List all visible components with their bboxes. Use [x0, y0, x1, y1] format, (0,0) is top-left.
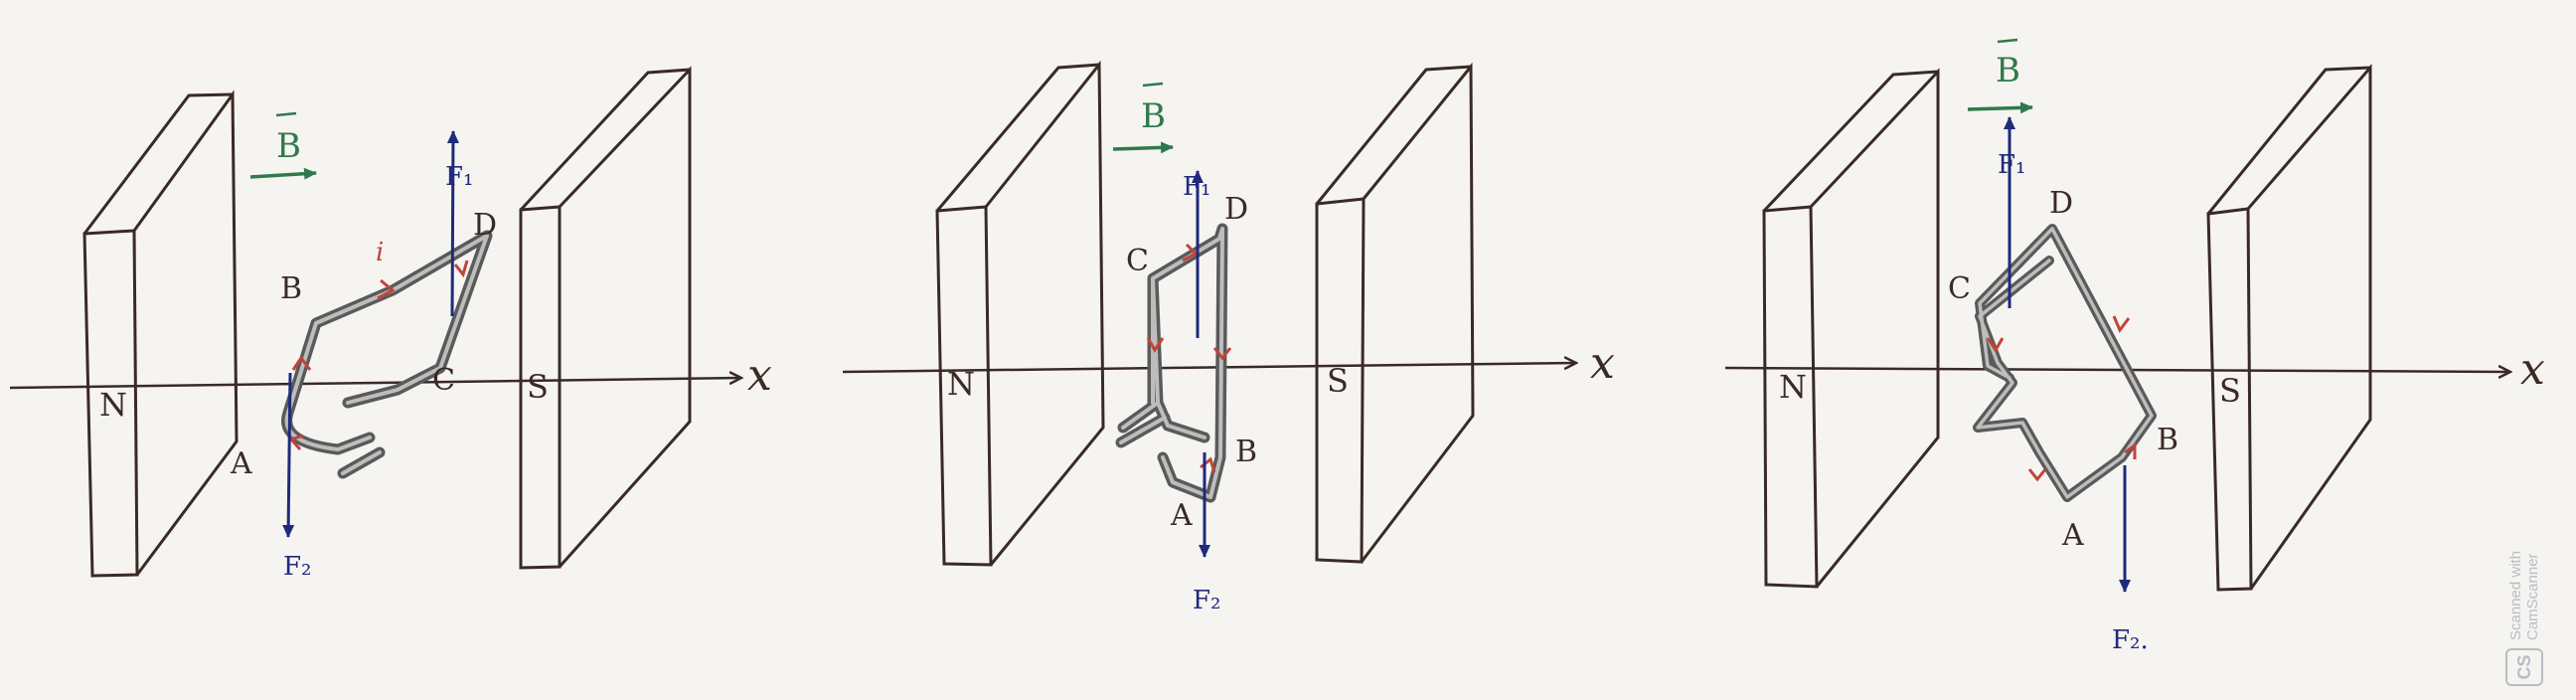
north-label: N [947, 365, 975, 403]
current-arrows [288, 260, 469, 451]
force-bottom-arrow [282, 372, 295, 538]
b-vector-bar [1142, 82, 1164, 88]
south-magnet-plate [2206, 63, 2372, 592]
force-top-arrow [446, 130, 459, 317]
camscanner-watermark: CS Scanned with CamScanner [2504, 487, 2544, 686]
force-top-label: F₁ [1998, 150, 2025, 180]
corner-a-label: A [230, 446, 252, 481]
b-field-arrow [1112, 141, 1174, 154]
corner-a-label: A [1170, 498, 1193, 533]
coil-loop [281, 230, 493, 479]
current-arrows [1986, 315, 2137, 482]
x-axis [9, 378, 740, 390]
figure-1: x N S B i F₁ F₂ A B C D [9, 66, 772, 582]
south-magnet-plate [519, 66, 692, 570]
b-field-label: B [276, 126, 301, 166]
corner-d-label: D [473, 208, 497, 243]
corner-c-label: C [1948, 271, 1971, 306]
north-magnet-plate [1762, 68, 1940, 589]
current-label: i [376, 238, 384, 267]
north-label: N [99, 386, 127, 424]
corner-c-label: C [432, 363, 455, 398]
x-axis-label: x [1590, 338, 1615, 389]
south-magnet-plate [1315, 62, 1475, 564]
corner-d-label: D [2049, 186, 2073, 221]
b-field-arrow [249, 167, 317, 180]
corner-b-label: B [1235, 435, 1257, 469]
north-magnet-plate [82, 89, 239, 578]
south-label: S [1327, 362, 1349, 400]
force-top-label: F₁ [445, 162, 473, 192]
coil-loop [1973, 224, 2157, 502]
south-label: S [527, 368, 549, 406]
force-bottom-label: F₂ [283, 552, 311, 582]
coil-loop [1115, 223, 1228, 503]
b-field-arrow [1967, 101, 2033, 114]
watermark-text: Scanned with CamScanner [2507, 551, 2541, 640]
b-vector-bar [1997, 38, 2018, 44]
camscanner-logo: CS [2505, 648, 2543, 686]
force-bottom-label: F₂ [1193, 586, 1220, 615]
corner-c-label: C [1126, 244, 1149, 278]
b-vector-bar [275, 111, 297, 117]
north-label: N [1779, 368, 1807, 406]
x-axis [1724, 368, 2509, 372]
figure-3: x N S B F₁ F₂. A B C D [1724, 38, 2545, 655]
figure-2: x N S B F₁ F₂ A B C D [842, 60, 1615, 615]
corner-d-label: D [1224, 192, 1248, 227]
corner-b-label: B [2157, 423, 2178, 457]
x-axis [842, 363, 1575, 374]
b-field-label: B [1996, 51, 2020, 90]
corner-b-label: B [280, 271, 302, 306]
x-axis-label: x [2520, 344, 2545, 395]
force-bottom-label: F₂. [2112, 625, 2149, 655]
force-top-label: F₁ [1183, 172, 1210, 202]
x-axis-label: x [747, 350, 772, 401]
watermark-line-1: Scanned with [2507, 550, 2524, 640]
watermark-line-2: CamScanner [2524, 553, 2541, 640]
north-magnet-plate [935, 60, 1105, 567]
south-label: S [2219, 372, 2241, 410]
b-field-label: B [1141, 96, 1166, 136]
corner-a-label: A [2061, 518, 2084, 553]
